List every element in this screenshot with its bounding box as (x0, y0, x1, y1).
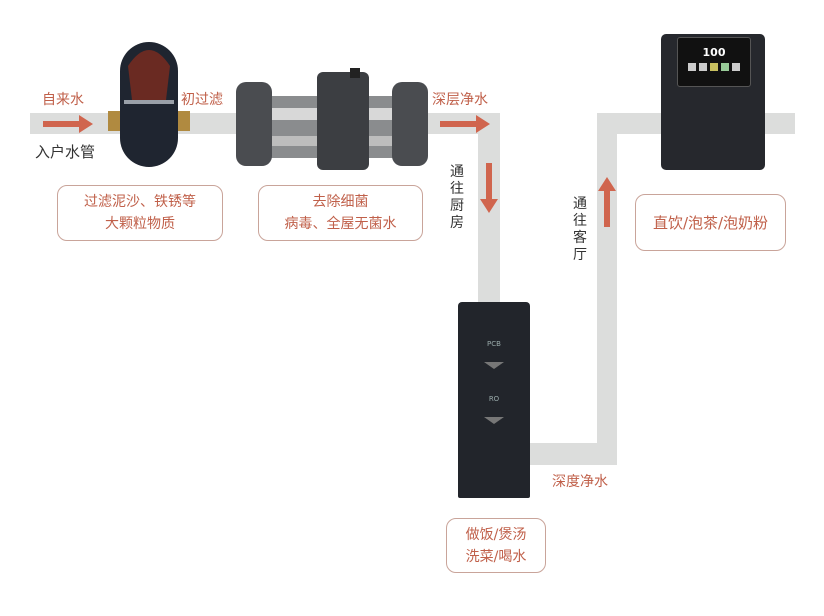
dispenser-display: 100 (677, 37, 751, 87)
pre-filter-description: 过滤泥沙、铁锈等 大颗粒物质 (57, 185, 223, 241)
button-icon (699, 63, 707, 71)
button-icon (688, 63, 696, 71)
deep-purify-label: 深层净水 (432, 92, 488, 108)
stage1-label: PCB (487, 340, 501, 348)
box-line: 大颗粒物质 (105, 216, 175, 232)
box-line: 洗菜/喝水 (465, 548, 527, 565)
kitchen-description: 做饭/煲汤 洗菜/喝水 (446, 518, 546, 573)
chevron-down-icon (484, 362, 504, 369)
tap-water-label: 自来水 (42, 92, 84, 108)
pipe-kitchen-out (520, 443, 617, 465)
kitchen-ro-unit: PCB RO (458, 302, 530, 498)
pre-filter-label: 初过滤 (181, 92, 223, 108)
box-line: 直饮/泡茶/泡奶粉 (652, 213, 769, 232)
stage2-label: RO (488, 395, 500, 403)
button-icon (710, 63, 718, 71)
temperature-readout: 100 (702, 46, 726, 59)
central-filter-device (236, 68, 428, 170)
arrow-right-icon (440, 115, 490, 133)
box-line: 病毒、全屋无菌水 (284, 216, 397, 232)
box-line: 去除细菌 (312, 194, 369, 210)
box-line: 做饭/煲汤 (465, 526, 527, 543)
arrow-right-icon (43, 115, 93, 133)
inlet-pipe-label: 入户水管 (35, 143, 96, 161)
deep-clean-water-label: 深度净水 (552, 474, 608, 490)
to-living-room-label: 通往客厅 (573, 196, 587, 263)
water-dispenser: 100 (661, 34, 765, 170)
dispenser-buttons (678, 63, 750, 71)
box-line: 过滤泥沙、铁锈等 (84, 194, 196, 210)
arrow-up-icon (598, 177, 616, 227)
central-filter-description: 去除细菌 病毒、全屋无菌水 (258, 185, 423, 241)
to-kitchen-label: 通往厨房 (450, 164, 464, 231)
dispenser-description: 直饮/泡茶/泡奶粉 (635, 194, 786, 251)
button-icon (732, 63, 740, 71)
arrow-down-icon (480, 163, 498, 213)
chevron-down-icon (484, 417, 504, 424)
button-icon (721, 63, 729, 71)
pipe-to-living-room (597, 113, 617, 465)
pre-filter-device (108, 42, 190, 167)
